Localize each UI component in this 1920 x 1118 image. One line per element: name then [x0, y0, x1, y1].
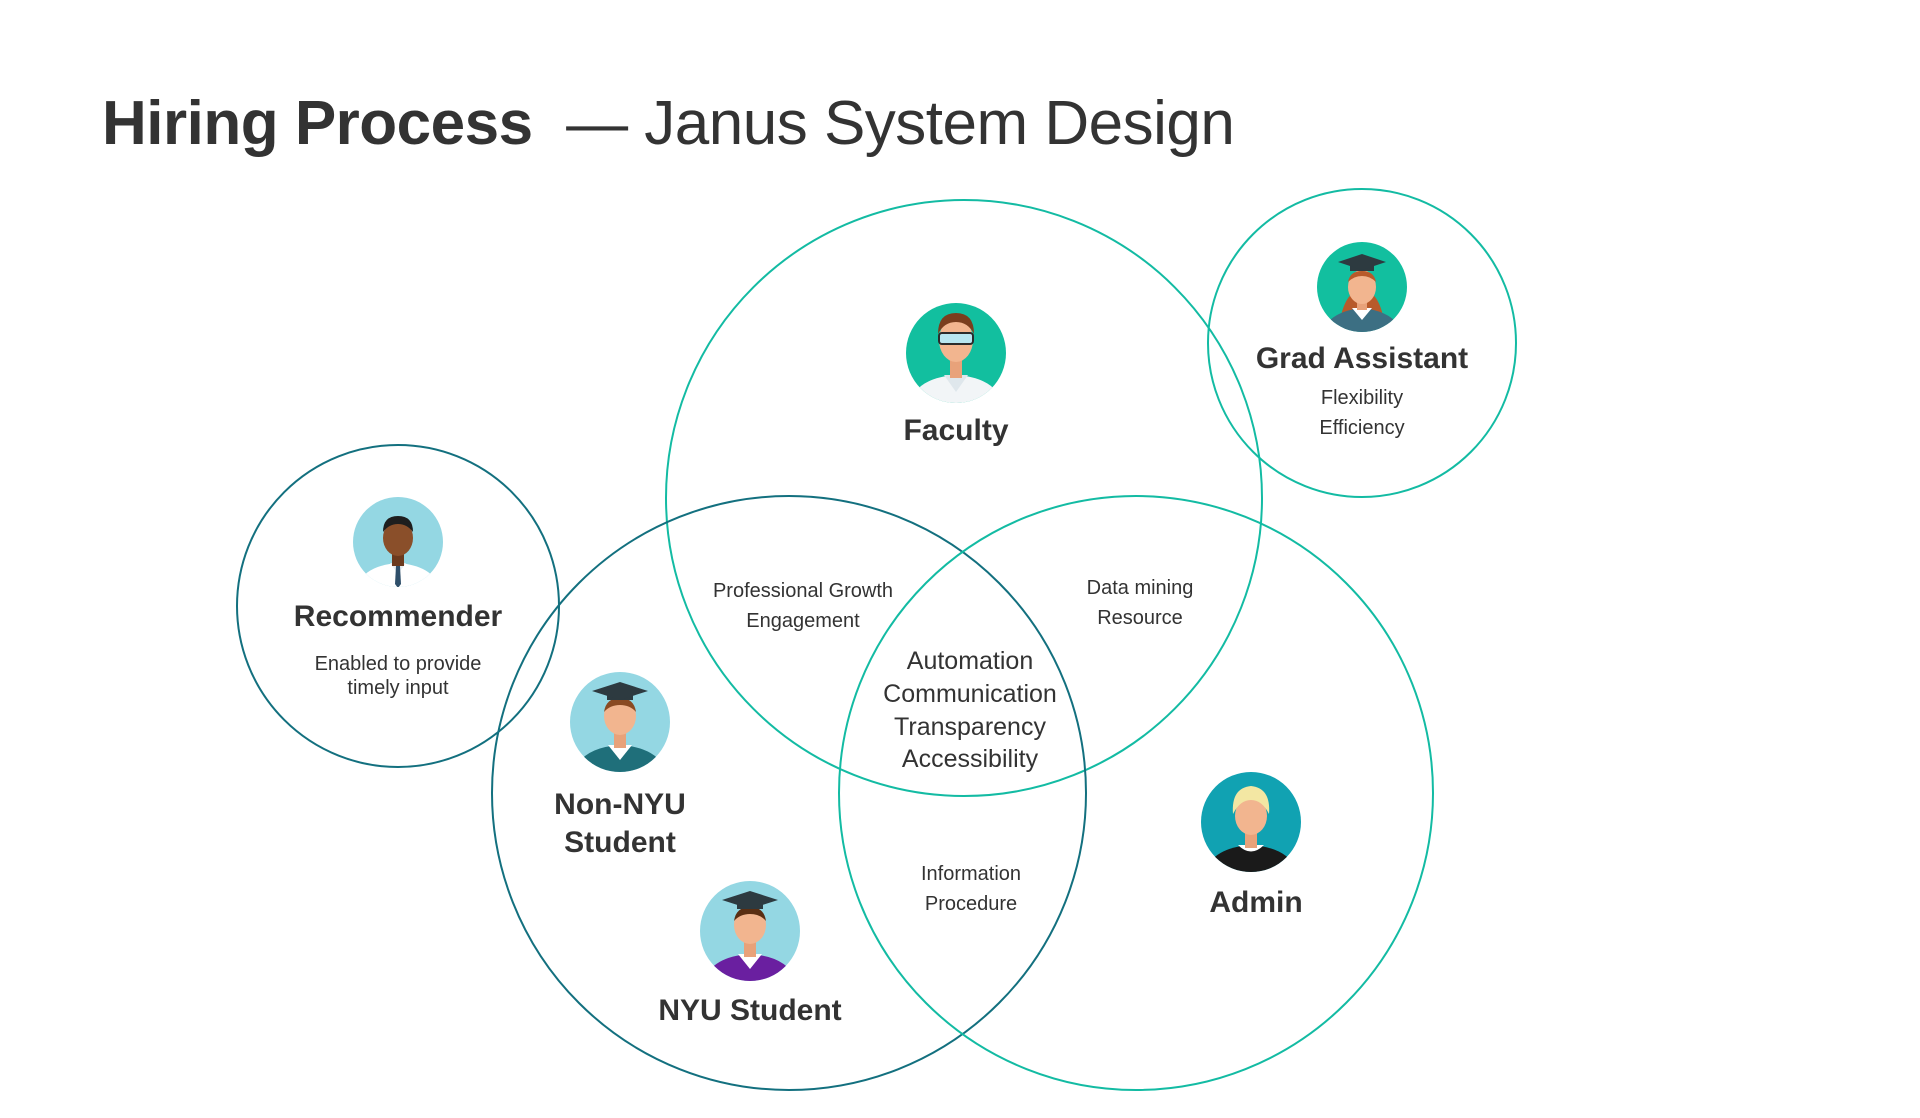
- recommender-avatar-icon: [353, 497, 443, 587]
- non-nyu-student-label-1: Non-NYU: [554, 788, 686, 821]
- center-overlap-line-1: Automation: [907, 647, 1033, 675]
- student-circle: [491, 495, 1087, 1091]
- student-admin-overlap-line-1: Information: [921, 863, 1021, 885]
- non-nyu-student-label-2: Student: [564, 826, 676, 859]
- title-subtitle: — Janus System Design: [566, 89, 1235, 158]
- center-overlap-line-3: Transparency: [894, 713, 1046, 741]
- recommender-line-1: Enabled to provide: [315, 653, 482, 675]
- faculty-circle: [665, 199, 1263, 797]
- admin-avatar-icon: [1201, 772, 1301, 872]
- nyu-student-label: NYU Student: [658, 994, 841, 1027]
- grad-assistant-line-2: Efficiency: [1319, 417, 1404, 439]
- admin-label: Admin: [1209, 886, 1302, 919]
- admin-circle: [838, 495, 1434, 1091]
- grad-assistant-avatar-icon: [1317, 242, 1407, 332]
- faculty-admin-overlap-line-1: Data mining: [1087, 577, 1194, 599]
- faculty-student-overlap-line-2: Engagement: [746, 610, 860, 632]
- student-admin-overlap-line-2: Procedure: [925, 893, 1017, 915]
- grad-assistant-circle: [1207, 188, 1517, 498]
- center-overlap-line-4: Accessibility: [902, 745, 1039, 773]
- title-bold: Hiring Process: [102, 89, 533, 158]
- faculty-label: Faculty: [903, 414, 1008, 447]
- center-overlap-line-2: Communication: [883, 680, 1057, 708]
- page-title: Hiring Process — Janus System Design: [102, 88, 1235, 160]
- recommender-label: Recommender: [294, 600, 503, 633]
- faculty-avatar-icon: [906, 303, 1006, 403]
- faculty-student-overlap-line-1: Professional Growth: [713, 580, 893, 602]
- faculty-admin-overlap-line-2: Resource: [1097, 607, 1183, 629]
- grad-assistant-label: Grad Assistant: [1256, 342, 1468, 375]
- non-nyu-student-avatar-icon: [570, 672, 670, 772]
- recommender-line-2: timely input: [347, 677, 449, 699]
- nyu-student-avatar-icon: [700, 881, 800, 981]
- grad-assistant-line-1: Flexibility: [1321, 387, 1403, 409]
